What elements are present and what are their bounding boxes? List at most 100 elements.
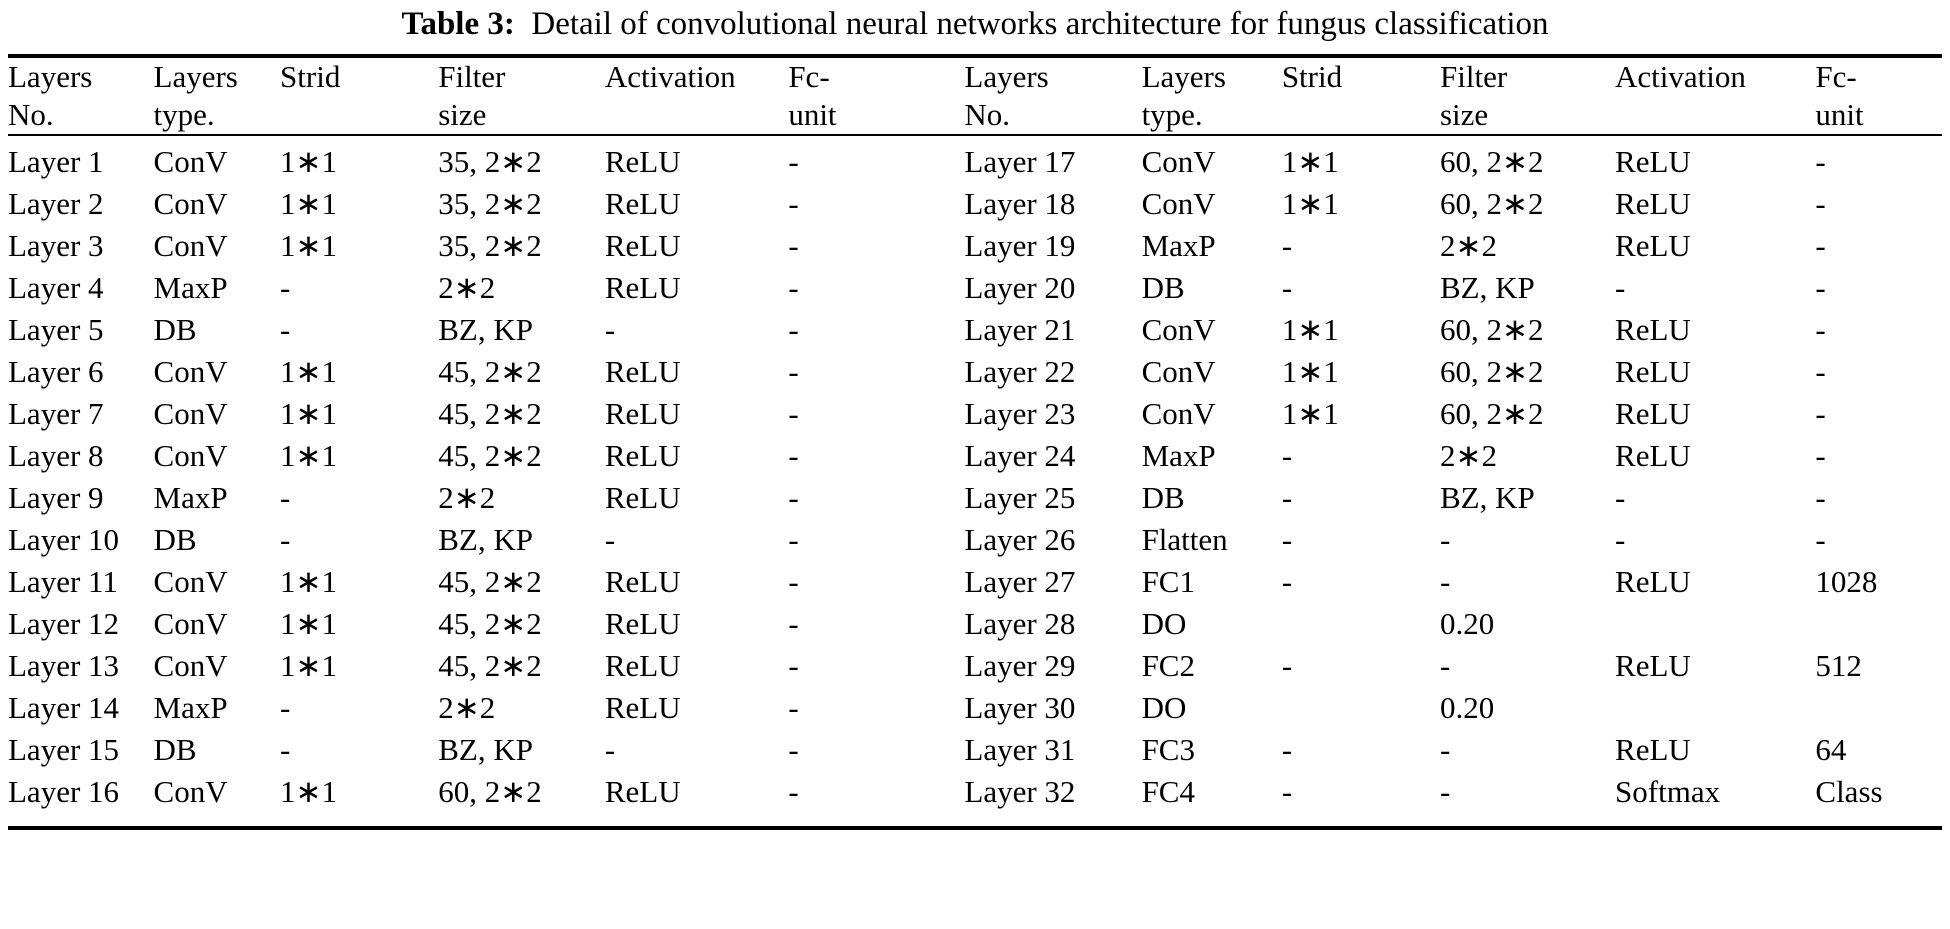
table-cell: - bbox=[280, 311, 291, 347]
table-cell: ConV bbox=[1141, 311, 1216, 347]
table-cell: Layer 26 bbox=[964, 521, 1076, 557]
table-cell: - bbox=[1281, 269, 1293, 305]
table-cell: ReLU bbox=[1615, 227, 1691, 263]
table-cell: Layer 25 bbox=[964, 479, 1076, 515]
table-cell: 0.20 bbox=[1439, 689, 1495, 725]
column-header: Fc-unit bbox=[1815, 58, 1942, 135]
table-cell: - bbox=[1281, 773, 1293, 809]
table-cell: FC4 bbox=[1141, 773, 1195, 809]
column-header: Activation bbox=[1615, 58, 1815, 135]
table-cell: ConV bbox=[1141, 185, 1216, 221]
table-cell: 60, 2∗2 bbox=[1439, 353, 1544, 389]
table-cell: Layer 12 bbox=[8, 605, 120, 641]
table-cell: - bbox=[1815, 269, 1826, 305]
table-cell: ReLU bbox=[604, 563, 681, 599]
table-cell: - bbox=[280, 689, 291, 725]
table-cell: MaxP bbox=[153, 689, 228, 725]
table-cell: - bbox=[1815, 311, 1826, 347]
table-cell: DB bbox=[153, 311, 197, 347]
table-cell: - bbox=[280, 479, 291, 515]
table-cell: Layer 23 bbox=[964, 395, 1076, 431]
table-cell: Layer 6 bbox=[8, 353, 104, 389]
table-cell bbox=[1815, 608, 1942, 650]
table-cell: - bbox=[604, 731, 616, 767]
table-cell: - bbox=[1615, 479, 1626, 515]
table-cell: Class bbox=[1815, 773, 1883, 809]
table-cell: - bbox=[1439, 731, 1451, 767]
table-cell: Layer 7 bbox=[8, 395, 104, 431]
table-cell: - bbox=[788, 563, 799, 599]
table-cell: - bbox=[280, 731, 291, 767]
table-cell: BZ, KP bbox=[438, 521, 533, 557]
table-cell: Layer 21 bbox=[964, 311, 1076, 347]
table-cell: - bbox=[1281, 563, 1293, 599]
column-header-line1: Fc- bbox=[788, 58, 830, 94]
table-cell: 512 bbox=[1815, 647, 1862, 683]
table-cell: ReLU bbox=[1615, 437, 1691, 473]
table-cell: 2∗2 bbox=[1439, 227, 1497, 263]
table-cell: 1∗1 bbox=[280, 227, 338, 263]
table-cell: BZ, KP bbox=[438, 311, 533, 347]
table-cell: - bbox=[1815, 353, 1826, 389]
table-cell: ConV bbox=[1141, 395, 1216, 431]
column-header-line1: Activation bbox=[1615, 58, 1746, 94]
table-cell: - bbox=[788, 311, 799, 347]
table-cell: - bbox=[1815, 143, 1826, 179]
table-cell: 45, 2∗2 bbox=[438, 605, 542, 641]
column-header-line2: type. bbox=[1141, 96, 1203, 132]
table-cell: - bbox=[788, 353, 799, 389]
column-header-line1: Filter bbox=[438, 58, 506, 94]
table-cell: ReLU bbox=[604, 689, 681, 725]
table-cell: ConV bbox=[153, 395, 228, 431]
body-bottom-gap bbox=[8, 818, 1942, 828]
table-cell bbox=[1815, 692, 1942, 734]
column-header-line2: No. bbox=[8, 96, 54, 132]
table-cell bbox=[1282, 608, 1440, 650]
table-cell: Layer 10 bbox=[8, 521, 120, 557]
table-cell: - bbox=[788, 395, 799, 431]
table-cell: ConV bbox=[1141, 143, 1216, 179]
table-cell: 35, 2∗2 bbox=[438, 227, 542, 263]
table-cell: ReLU bbox=[1615, 311, 1691, 347]
table-cell: - bbox=[1615, 269, 1626, 305]
table-cell: Layer 29 bbox=[964, 647, 1076, 683]
table-cell: 1028 bbox=[1815, 563, 1878, 599]
table-cell: ConV bbox=[1141, 353, 1216, 389]
column-header: Strid bbox=[1282, 58, 1440, 135]
table-cell: 2∗2 bbox=[1439, 437, 1497, 473]
column-header-line2: size bbox=[438, 96, 487, 132]
table-cell: ReLU bbox=[1615, 647, 1691, 683]
table-cell: FC2 bbox=[1141, 647, 1195, 683]
table-cell: DB bbox=[1141, 479, 1185, 515]
column-header-line2: unit bbox=[788, 96, 837, 132]
table-cell: 1∗1 bbox=[280, 437, 338, 473]
table-cell: 1∗1 bbox=[280, 773, 338, 809]
table-cell: Layer 20 bbox=[964, 269, 1076, 305]
table-cell: - bbox=[1815, 437, 1826, 473]
table-cell: ReLU bbox=[1615, 563, 1691, 599]
table-cell: - bbox=[1815, 395, 1826, 431]
column-header-line2: No. bbox=[964, 96, 1011, 132]
table-cell: - bbox=[788, 143, 799, 179]
table-cell: 1∗1 bbox=[280, 185, 338, 221]
table-cell: 2∗2 bbox=[438, 689, 496, 725]
table-cell: ReLU bbox=[604, 143, 681, 179]
table-cell: ConV bbox=[153, 773, 228, 809]
table-cell: - bbox=[788, 521, 799, 557]
table-cell: 2∗2 bbox=[438, 269, 496, 305]
table-cell: - bbox=[788, 731, 799, 767]
table-cell: DO bbox=[1141, 605, 1187, 641]
table-cell: - bbox=[788, 437, 799, 473]
table-cell: ReLU bbox=[1615, 185, 1691, 221]
table-cell: ConV bbox=[153, 437, 228, 473]
table-cell: ConV bbox=[153, 605, 228, 641]
table-cell: - bbox=[788, 773, 799, 809]
